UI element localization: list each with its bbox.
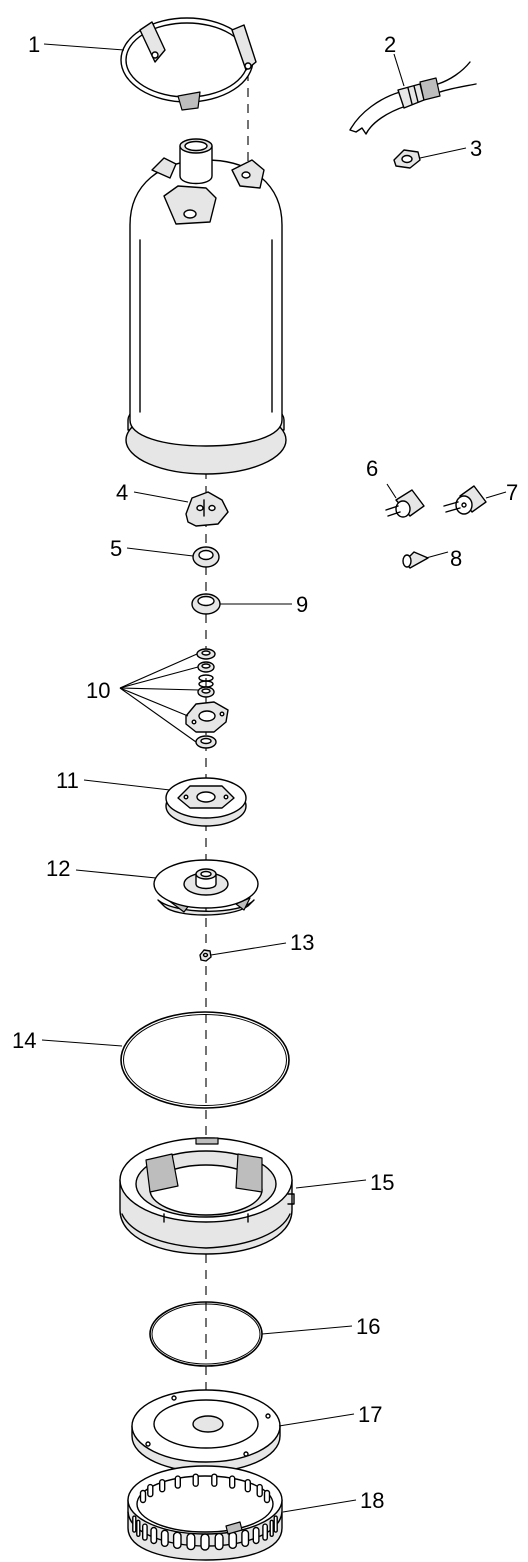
strainer-slot bbox=[269, 1519, 274, 1538]
strainer-slot bbox=[172, 1531, 182, 1550]
part-labels: 1 2 3 4 5 6 7 8 9 10 11 12 13 14 15 16 1… bbox=[12, 32, 518, 1513]
label-part-1: 1 bbox=[28, 32, 40, 57]
part-5-bearing bbox=[192, 546, 220, 568]
part-1-top-ring bbox=[120, 17, 257, 111]
strainer-slot bbox=[141, 1523, 148, 1541]
part-18-strainer bbox=[127, 1465, 283, 1561]
motor-housing bbox=[125, 138, 287, 475]
label-part-11: 11 bbox=[56, 768, 79, 793]
strainer-slot-back bbox=[228, 1475, 236, 1489]
label-part-14: 14 bbox=[12, 1028, 36, 1053]
label-part-18: 18 bbox=[360, 1488, 384, 1513]
part-17-wear-plate bbox=[131, 1389, 281, 1479]
strainer-slot bbox=[160, 1529, 169, 1548]
label-part-3: 3 bbox=[470, 136, 482, 161]
strainer-slot-back bbox=[158, 1478, 166, 1493]
part-2-cable bbox=[349, 61, 477, 135]
strainer-slot-back bbox=[192, 1473, 199, 1487]
leader-lines bbox=[41, 43, 507, 1513]
strainer-slot bbox=[136, 1519, 141, 1538]
part-6-plug bbox=[385, 489, 425, 518]
strainer-slot-back bbox=[147, 1483, 154, 1498]
label-part-17: 17 bbox=[358, 1402, 382, 1427]
part-12-impeller bbox=[153, 859, 259, 916]
label-part-6: 6 bbox=[366, 456, 378, 481]
label-part-7: 7 bbox=[506, 480, 518, 505]
label-part-5: 5 bbox=[110, 536, 122, 561]
label-part-15: 15 bbox=[370, 1170, 394, 1195]
strainer-slot bbox=[228, 1531, 238, 1550]
part-7-plug bbox=[443, 485, 487, 515]
part-14-o-ring bbox=[120, 1011, 290, 1109]
label-part-8: 8 bbox=[450, 546, 462, 571]
strainer-slot-back bbox=[256, 1483, 263, 1498]
label-part-13: 13 bbox=[290, 930, 314, 955]
label-part-9: 9 bbox=[296, 592, 308, 617]
part-11-seal-plate bbox=[165, 777, 247, 827]
strainer-slot bbox=[262, 1523, 268, 1541]
strainer-slot bbox=[241, 1529, 250, 1548]
strainer-slot bbox=[150, 1526, 158, 1545]
part-8-cap bbox=[402, 551, 429, 569]
part-4-plate bbox=[185, 491, 229, 527]
strainer-slot bbox=[200, 1533, 210, 1551]
label-part-4: 4 bbox=[116, 480, 128, 505]
label-part-16: 16 bbox=[356, 1314, 380, 1339]
strainer-slot bbox=[132, 1515, 137, 1533]
strainer-slot-back bbox=[211, 1473, 218, 1487]
part-13-nut bbox=[199, 949, 212, 962]
label-part-12: 12 bbox=[46, 856, 70, 881]
strainer-slot bbox=[273, 1515, 278, 1533]
strainer-slot-back bbox=[139, 1489, 147, 1504]
part-15-pump-casing bbox=[119, 1137, 295, 1255]
label-part-10: 10 bbox=[86, 678, 110, 703]
strainer-slot-back bbox=[174, 1475, 182, 1489]
strainer-slot-back bbox=[244, 1478, 252, 1493]
part-3-gasket bbox=[393, 149, 421, 169]
strainer-slot bbox=[186, 1532, 196, 1551]
part-9-bearing bbox=[191, 593, 221, 615]
strainer-slot bbox=[214, 1532, 224, 1551]
strainer-slot bbox=[252, 1526, 260, 1545]
label-part-2: 2 bbox=[384, 32, 396, 57]
strainer-slot-back bbox=[263, 1489, 271, 1504]
part-10-seal-stack bbox=[185, 648, 229, 749]
